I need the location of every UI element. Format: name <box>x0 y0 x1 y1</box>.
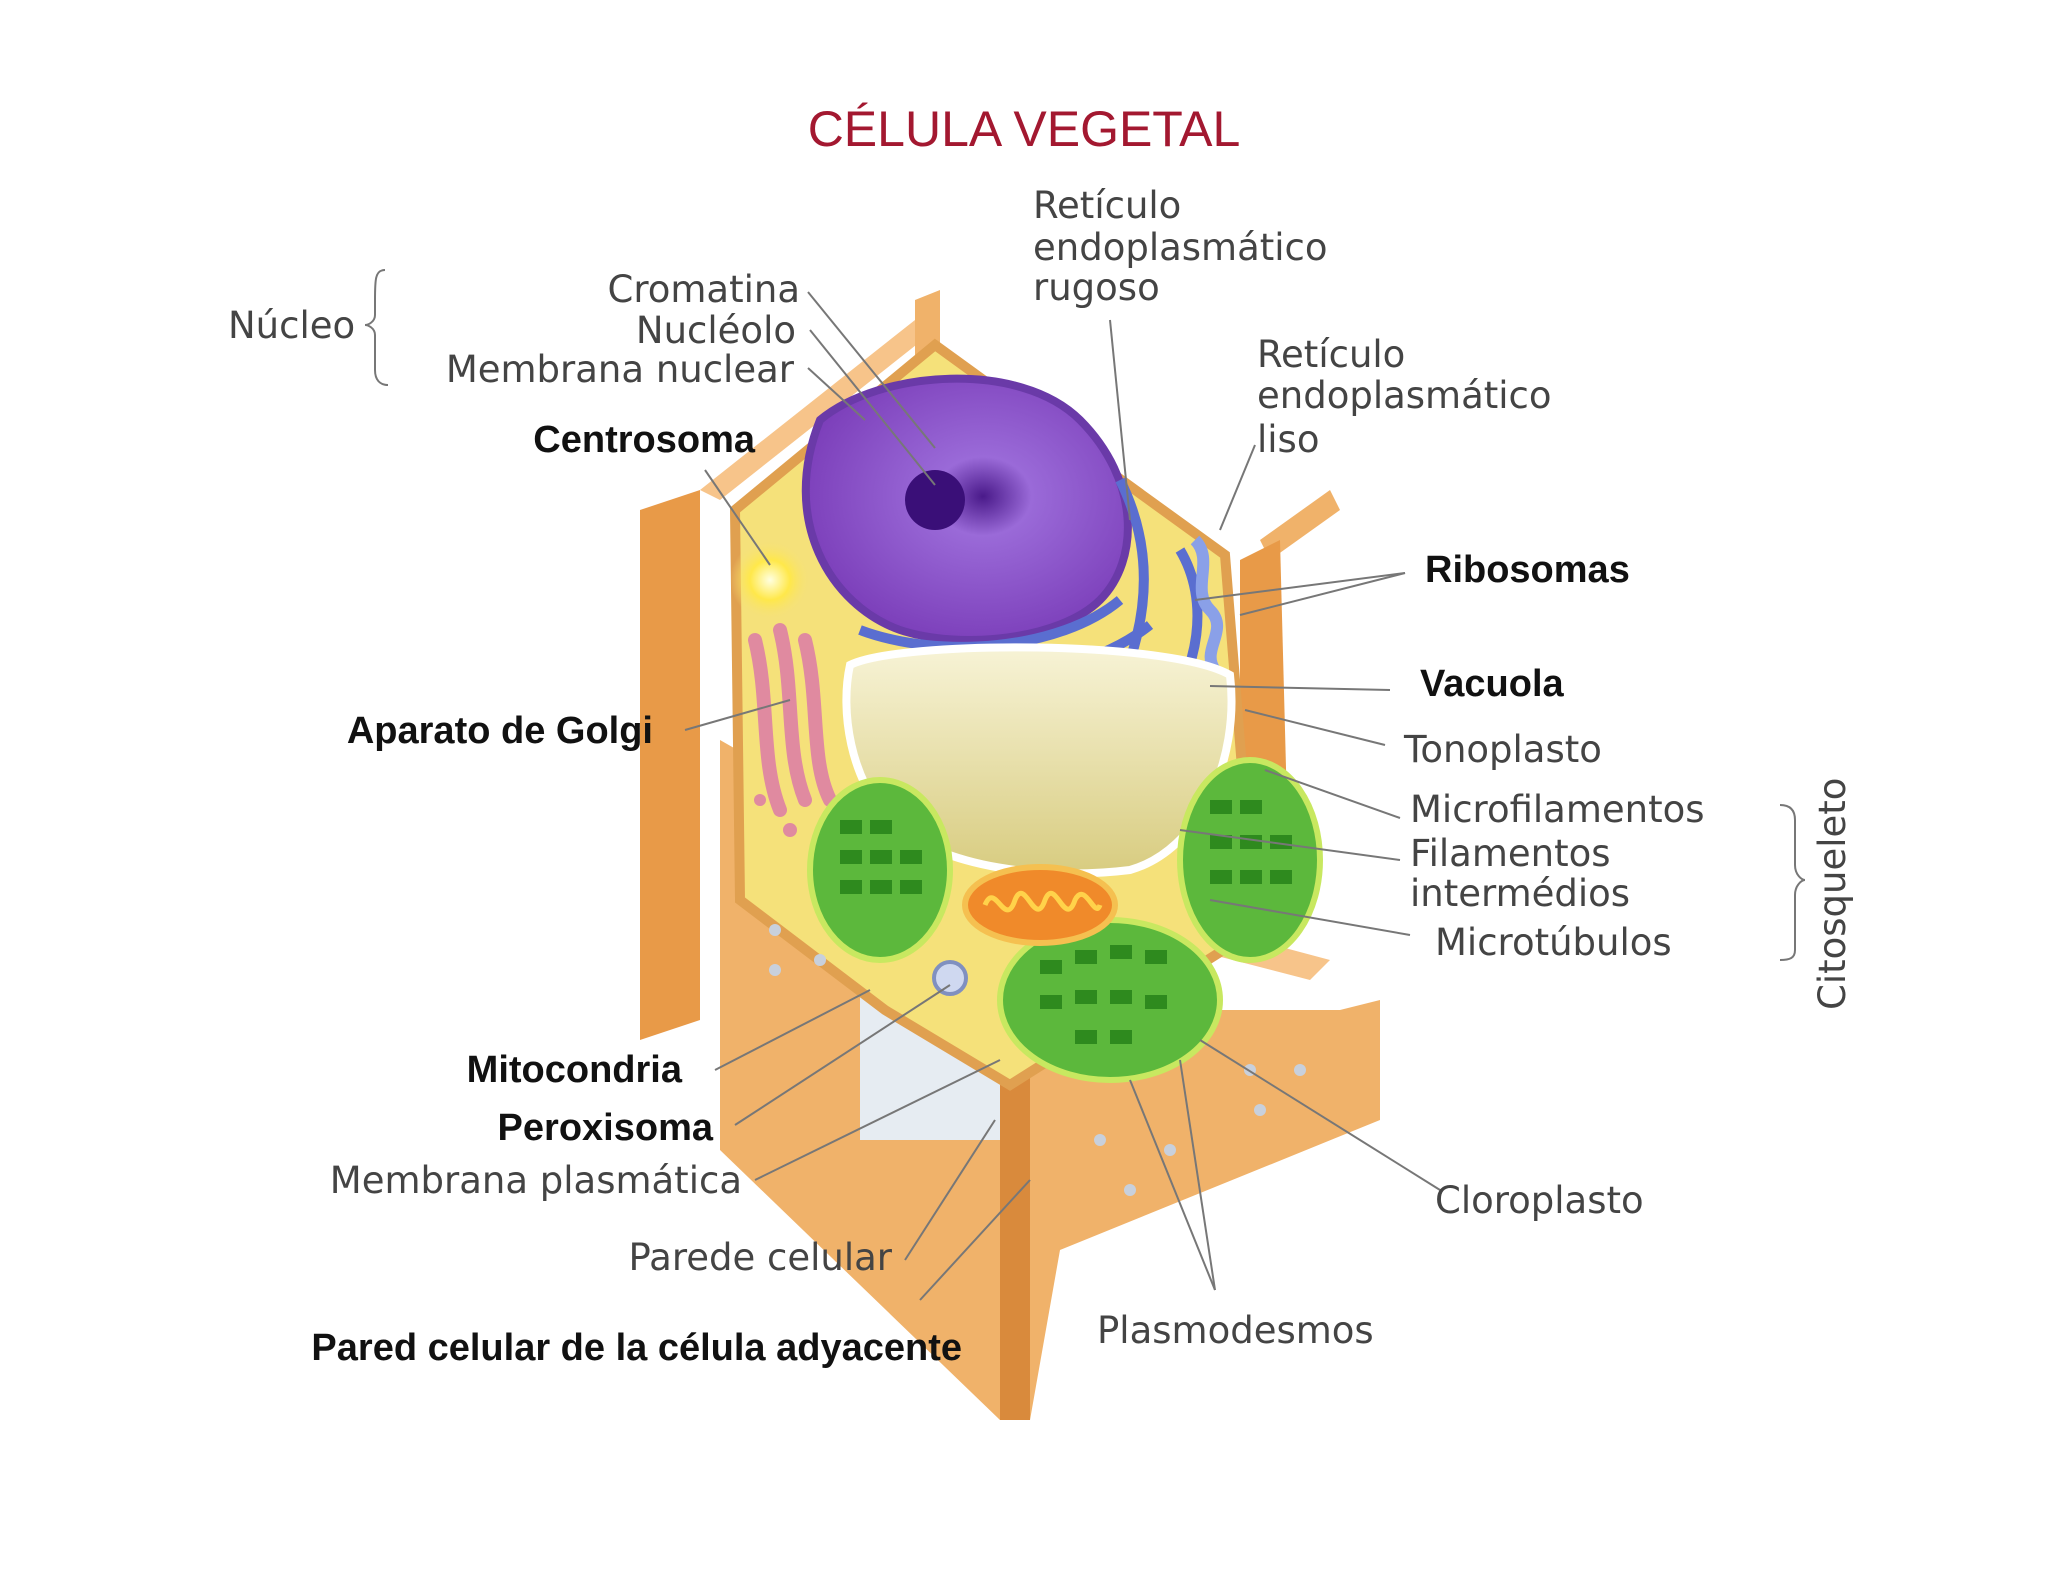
label-rer-line3: rugoso <box>1033 266 1160 309</box>
label-microfilamentos: Microfilamentos <box>1410 788 1705 831</box>
label-filamentos-line2: intermédios <box>1410 872 1630 915</box>
label-ribosomas: Ribosomas <box>1425 549 1630 591</box>
chloroplast-organelle-right <box>1177 757 1323 963</box>
peroxisome-organelle <box>932 960 968 996</box>
label-cloroplasto: Cloroplasto <box>1435 1179 1644 1222</box>
label-vacuola: Vacuola <box>1420 663 1564 705</box>
leader-lines <box>364 269 1806 1301</box>
centrosome-organelle <box>730 540 810 620</box>
label-cromatina: Cromatina <box>608 268 801 311</box>
label-centrosoma: Centrosoma <box>533 419 756 461</box>
label-filamentos-line1: Filamentos <box>1410 832 1611 875</box>
label-parede-celular: Parede celular <box>629 1236 893 1279</box>
label-plasmodesmos: Plasmodesmos <box>1097 1309 1374 1352</box>
nucleus-organelle <box>801 374 1132 644</box>
label-membrana-nuclear: Membrana nuclear <box>446 348 795 391</box>
label-mitocondria: Mitocondria <box>467 1049 683 1091</box>
label-peroxisoma: Peroxisoma <box>498 1107 714 1149</box>
smooth-er-organelle <box>1190 535 1224 674</box>
label-rel-line1: Retículo <box>1257 333 1405 376</box>
label-aparato-golgi: Aparato de Golgi <box>347 710 653 752</box>
label-rel-line3: liso <box>1257 418 1319 461</box>
golgi-organelle <box>748 623 837 837</box>
plasmodesmata-holes <box>769 924 1306 1196</box>
mitochondria-organelle <box>962 864 1118 946</box>
label-rer-line2: endoplasmático <box>1033 226 1328 269</box>
label-pared-adyacente: Pared celular de la célula adyacente <box>311 1327 962 1369</box>
chloroplast-organelle-left <box>807 777 953 963</box>
label-citosqueleto: Citosqueleto <box>1811 778 1854 1010</box>
label-microtubulos: Microtúbulos <box>1435 921 1672 964</box>
label-nucleolo: Nucléolo <box>636 309 796 352</box>
label-tonoplasto: Tonoplasto <box>1403 728 1602 771</box>
label-membrana-plasmatica: Membrana plasmática <box>330 1159 742 1202</box>
label-rel-line2: endoplasmático <box>1257 374 1552 417</box>
chloroplast-organelle-bottom <box>997 917 1223 1083</box>
label-nucleo: Núcleo <box>228 304 355 347</box>
label-rer-line1: Retículo <box>1033 184 1181 227</box>
page-title: CÉLULA VEGETAL <box>807 101 1241 157</box>
